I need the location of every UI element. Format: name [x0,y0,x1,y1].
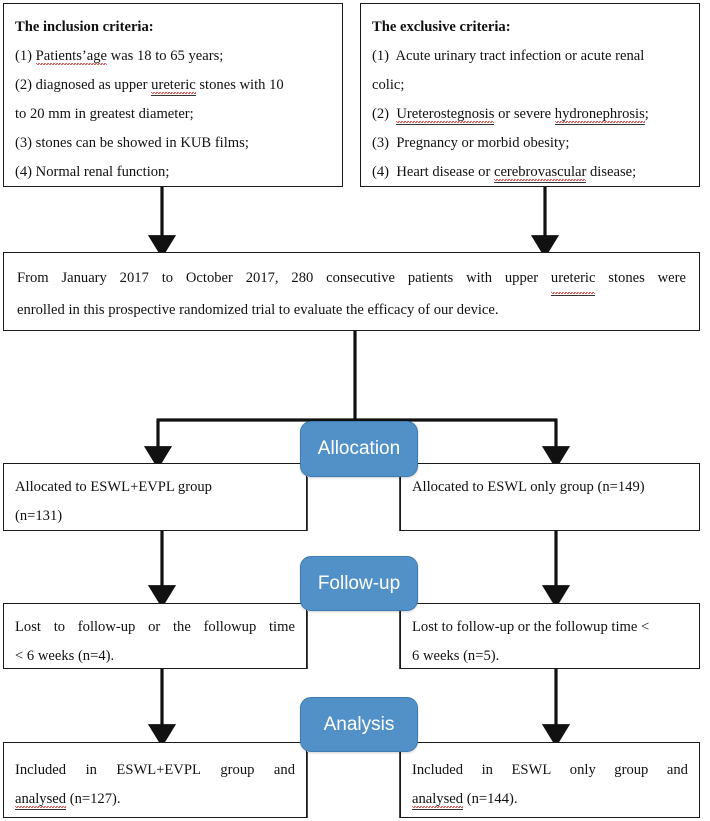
allocation-left-line-1: Allocated to ESWL+EVPL group [15,479,212,495]
exclusive-line-2: colic; [372,77,405,93]
exclusive-title: The exclusive criteria: [372,19,511,35]
followup-left-line-2: < 6 weeks (n=4). [15,648,115,664]
inclusion-criteria-box: The inclusion criteria: (1) Patients’age… [3,3,343,187]
exclusive-line-5: (4) Heart disease or cerebrovascular dis… [372,158,688,187]
stage-badge-allocation-label: Allocation [317,438,401,459]
inclusion-line-3: to 20 mm in greatest diameter; [15,106,194,122]
inclusion-line-5: (4) Normal renal function; [15,164,170,180]
followup-right-line-2: 6 weeks (n=5). [412,648,500,664]
stage-badge-allocation: Allocation [300,421,418,477]
allocation-right-box: Allocated to ESWL only group (n=149) [400,463,700,531]
stage-badge-analysis-label: Analysis [323,713,395,735]
stage-badge-analysis: Analysis [300,697,418,752]
followup-right-box: Lost to follow-up or the followup time <… [400,603,700,669]
allocation-left-line-2: (n=131) [15,508,63,524]
followup-right-line-1: Lost to follow-up or the followup time < [412,619,650,635]
exclusive-line-3: (2) Ureterostegnosis or severe hydroneph… [372,100,688,129]
exclusive-criteria-box: The exclusive criteria: (1) Acute urinar… [360,3,700,187]
exclusive-line-4: (3) Pregnancy or morbid obesity; [372,135,570,151]
inclusion-line-1: (1) Patients’age was 18 to 65 years; [15,48,224,66]
allocation-left-box: Allocated to ESWL+EVPL group (n=131) [3,463,307,531]
allocation-right-line-1: Allocated to ESWL only group (n=149) [412,479,645,495]
inclusion-title: The inclusion criteria: [15,19,154,35]
stage-badge-followup-label: Follow-up [317,572,401,594]
inclusion-line-4: (3) stones can be showed in KUB films; [15,135,249,151]
analysis-right-line-2: analysed (n=144). [412,785,688,814]
inclusion-line-2: (2) diagnosed as upper ureteric stones w… [15,71,331,100]
enrollment-line-2: enrolled in this prospective randomized … [17,302,499,318]
exclusive-line-1: (1) Acute urinary tract infection or acu… [372,48,645,64]
stage-badge-followup: Follow-up [300,556,418,611]
analysis-left-line-2: analysed (n=127). [15,785,295,814]
